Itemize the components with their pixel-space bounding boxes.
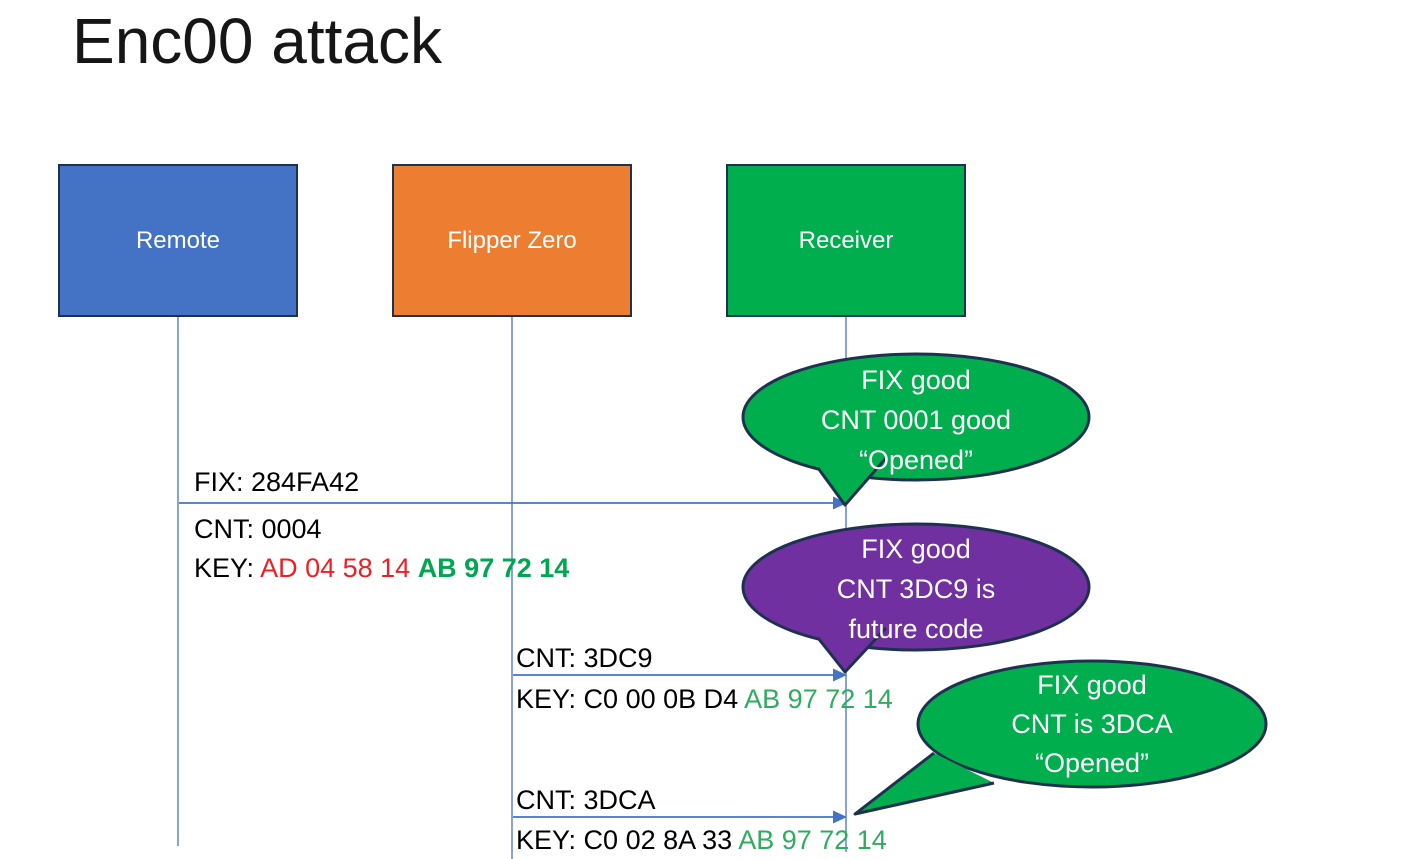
slide-title: Enc00 attack xyxy=(72,5,442,77)
speech-bubble-shape xyxy=(916,659,1268,789)
message-arrow-2 xyxy=(513,668,847,682)
callout-bubble-3: FIX good CNT is 3DCA “Opened” xyxy=(853,659,1268,816)
callout-text-line: future code xyxy=(848,614,983,644)
callout-text-line: FIX good xyxy=(861,365,971,395)
message-1-fix-line: FIX: 284FA42 xyxy=(194,467,360,497)
speech-bubble-tail xyxy=(816,457,888,507)
key-fixed-bytes: AB 97 72 14 xyxy=(738,825,887,855)
actor-label: Remote xyxy=(135,226,221,254)
key-fixed-bytes: AB 97 72 14 xyxy=(417,553,570,583)
callout-text-line: FIX good xyxy=(861,534,971,564)
actor-box-receiver: Receiver xyxy=(726,164,966,317)
speech-bubble-shape xyxy=(741,352,1091,482)
key-changing-bytes: C0 00 0B D4 xyxy=(583,684,745,714)
key-changing-bytes: AD 04 58 14 xyxy=(260,553,418,583)
actor-label: Receiver xyxy=(798,226,894,254)
speech-bubble-tail xyxy=(853,751,995,816)
callout-text-line: CNT 3DC9 is xyxy=(837,574,996,604)
callout-bubble-2: FIX good CNT 3DC9 is future code xyxy=(741,522,1091,674)
callout-text-line: CNT is 3DCA xyxy=(1011,709,1173,739)
speech-bubble-tail xyxy=(816,626,888,674)
arrowhead-icon xyxy=(833,810,847,824)
message-2-cnt-line: CNT: 3DC9 xyxy=(516,643,653,673)
message-1-cnt-line: CNT: 0004 xyxy=(194,514,322,544)
key-fixed-bytes: AB 97 72 14 xyxy=(744,684,893,714)
message-1-key-line: KEY: AD 04 58 14 AB 97 72 14 xyxy=(194,553,569,584)
key-prefix: KEY: xyxy=(194,553,261,583)
arrowhead-icon xyxy=(833,496,847,510)
message-arrow-3 xyxy=(513,810,847,824)
key-prefix: KEY: xyxy=(516,684,584,714)
callout-text-line: “Opened” xyxy=(1035,748,1149,778)
message-arrow-1 xyxy=(179,496,847,510)
callout-bubble-1: FIX good CNT 0001 good “Opened” xyxy=(741,352,1091,507)
message-3-cnt-line: CNT: 3DCA xyxy=(516,785,656,815)
message-3-key-line: KEY: C0 02 8A 33 AB 97 72 14 xyxy=(516,825,887,856)
actor-label: Flipper Zero xyxy=(447,226,577,254)
callout-text-line: CNT 0001 good xyxy=(821,405,1011,435)
callout-text-line: “Opened” xyxy=(859,445,973,475)
message-2-key-line: KEY: C0 00 0B D4 AB 97 72 14 xyxy=(516,684,893,715)
arrowhead-icon xyxy=(833,668,847,682)
actor-box-flipper-zero: Flipper Zero xyxy=(392,164,632,317)
speech-bubble-shape xyxy=(741,522,1091,652)
callout-text-line: FIX good xyxy=(1037,670,1147,700)
actor-box-remote: Remote xyxy=(58,164,298,317)
key-changing-bytes: C0 02 8A 33 xyxy=(583,825,739,855)
key-prefix: KEY: xyxy=(516,825,584,855)
